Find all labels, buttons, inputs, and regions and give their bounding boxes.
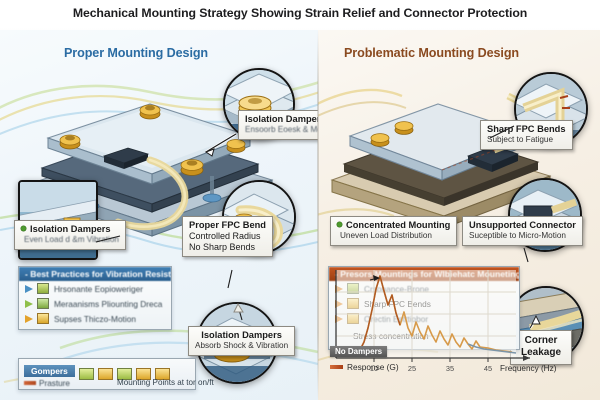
callout-subtitle: Suceptible to Micro-Motion	[469, 230, 566, 240]
callout-sharp-fpc-bends[interactable]: Sharp FPC Bends Subject to Fatigue	[480, 120, 573, 150]
callout-isolation-dampers-top[interactable]: Isolation Dampers Ensoorb Eoesk & Motion	[238, 110, 318, 140]
arrow-icon	[25, 314, 33, 323]
callout-isolation-dampers-bottom[interactable]: Isolation Dampers Absorb Shock & Vibrati…	[188, 326, 296, 356]
callout-subtitle: Absorb Shock & Vibration	[195, 340, 289, 350]
strip-caption: Mounting Points at tor on/ft	[117, 378, 214, 387]
bullet-icon	[21, 226, 26, 231]
swatch-icon	[37, 313, 49, 324]
legend-row-label: Hrsonante Eopioweriger	[54, 283, 144, 294]
callout-title: Isolation Dampers	[201, 330, 282, 340]
callout-line-3: No Sharp Bends	[189, 241, 256, 252]
callout-line-2: Controlled Radius	[189, 230, 261, 241]
callout-subtitle: Even Load d &m Vibration	[24, 234, 119, 244]
chip-icon	[135, 368, 151, 380]
callout-concentrated-mounting[interactable]: Concentrated Mounting Uneven Load Distri…	[330, 216, 458, 246]
strip-labels: Gompers Prasture	[19, 359, 79, 390]
panel-right-heading: Problematic Mounting Design	[344, 46, 520, 60]
chip-icon	[154, 368, 170, 380]
legend-row[interactable]: Meraanisms Pliounting Dreca	[19, 296, 171, 311]
callout-title: Unsupported Connector	[469, 220, 576, 230]
strip-subtitle: Prasture	[24, 379, 75, 388]
callout-subtitle: Uneven Load Distribution	[340, 230, 432, 240]
x-tick-label: 45	[483, 364, 493, 373]
bullet-icon	[337, 222, 342, 227]
chip-icon	[78, 368, 94, 380]
swatch-icon	[37, 283, 49, 294]
arrow-icon	[330, 365, 343, 369]
callout-unsupported-connector[interactable]: Unsupported Connector Suceptible to Micr…	[462, 216, 583, 246]
y-axis-title: Response (G)	[330, 362, 399, 372]
chip-icon	[116, 368, 132, 380]
callout-subtitle: Ensoorb Eoesk & Motion	[245, 124, 318, 134]
swatch-icon	[37, 298, 49, 309]
callout-title: Sharp FPC Bends	[487, 124, 566, 134]
x-axis-title: Frequency (Hz)	[500, 364, 557, 373]
callout-isolation-dampers-left[interactable]: Isolation Dampers Even Load d &m Vibrati…	[14, 220, 126, 250]
legend-row-label: Supses Thiczo-Motion	[54, 313, 136, 324]
panel-left-heading: Proper Mounting Design	[64, 46, 209, 60]
arrow-icon	[24, 380, 36, 385]
callout-title-text: Isolation Dampers	[30, 224, 111, 234]
callout-line-1: Proper FPC Bend	[189, 220, 266, 230]
arrow-icon	[25, 284, 33, 293]
panel-proper-mounting: Proper Mounting Design	[0, 30, 318, 400]
callout-title-text: Concentrated Mounting	[346, 220, 451, 230]
callout-line-2: Leakage	[521, 346, 562, 358]
panel-divider	[317, 30, 319, 400]
legend-row[interactable]: Supses Thiczo-Motion	[19, 311, 171, 326]
strip-tag-wrap: Gompers	[24, 361, 75, 379]
y-axis-title-text: Response (G)	[347, 362, 399, 372]
callout-proper-fpc-bend[interactable]: Proper FPC Bend Controlled Radius No Sha…	[182, 216, 273, 258]
legend-row-label: Meraanisms Pliounting Dreca	[54, 298, 163, 309]
callout-corner-leakage[interactable]: Corner Leakage	[510, 330, 573, 365]
page-title: Mechanical Mounting Strategy Showing Str…	[72, 6, 528, 20]
strip-subtitle-text: Prasture	[39, 378, 70, 388]
chips-row	[78, 368, 170, 380]
arrow-icon	[25, 299, 33, 308]
legend-best-practices[interactable]: - Best Practices for Vibration Resistanc…	[18, 266, 172, 330]
x-tick-label: 35	[445, 364, 455, 373]
x-tick-label: 25	[407, 364, 417, 373]
callout-title: Isolation Dampers	[21, 224, 119, 235]
legend-header: - Best Practices for Vibration Resistanc…	[19, 267, 171, 281]
x-tick-label: 10	[369, 364, 379, 373]
callout-line-1: Corner	[524, 335, 558, 346]
callout-subtitle: Subject to Fatigue	[487, 134, 553, 144]
panel-problematic-mounting: Problematic Mounting Design	[318, 30, 600, 400]
callout-title: Isolation Dampers	[245, 114, 318, 124]
legend-row[interactable]: Hrsonante Eopioweriger	[19, 281, 171, 296]
resonance-chart	[335, 270, 530, 362]
callout-title: Concentrated Mounting	[337, 220, 450, 231]
chip-icon	[97, 368, 113, 380]
chart-badge-no-dampers: No Dampers	[330, 346, 388, 357]
legend-strip-dampers[interactable]: Gompers Prasture	[18, 358, 196, 390]
strip-chips-area	[78, 368, 170, 380]
strip-tag: Gompers	[24, 364, 75, 377]
